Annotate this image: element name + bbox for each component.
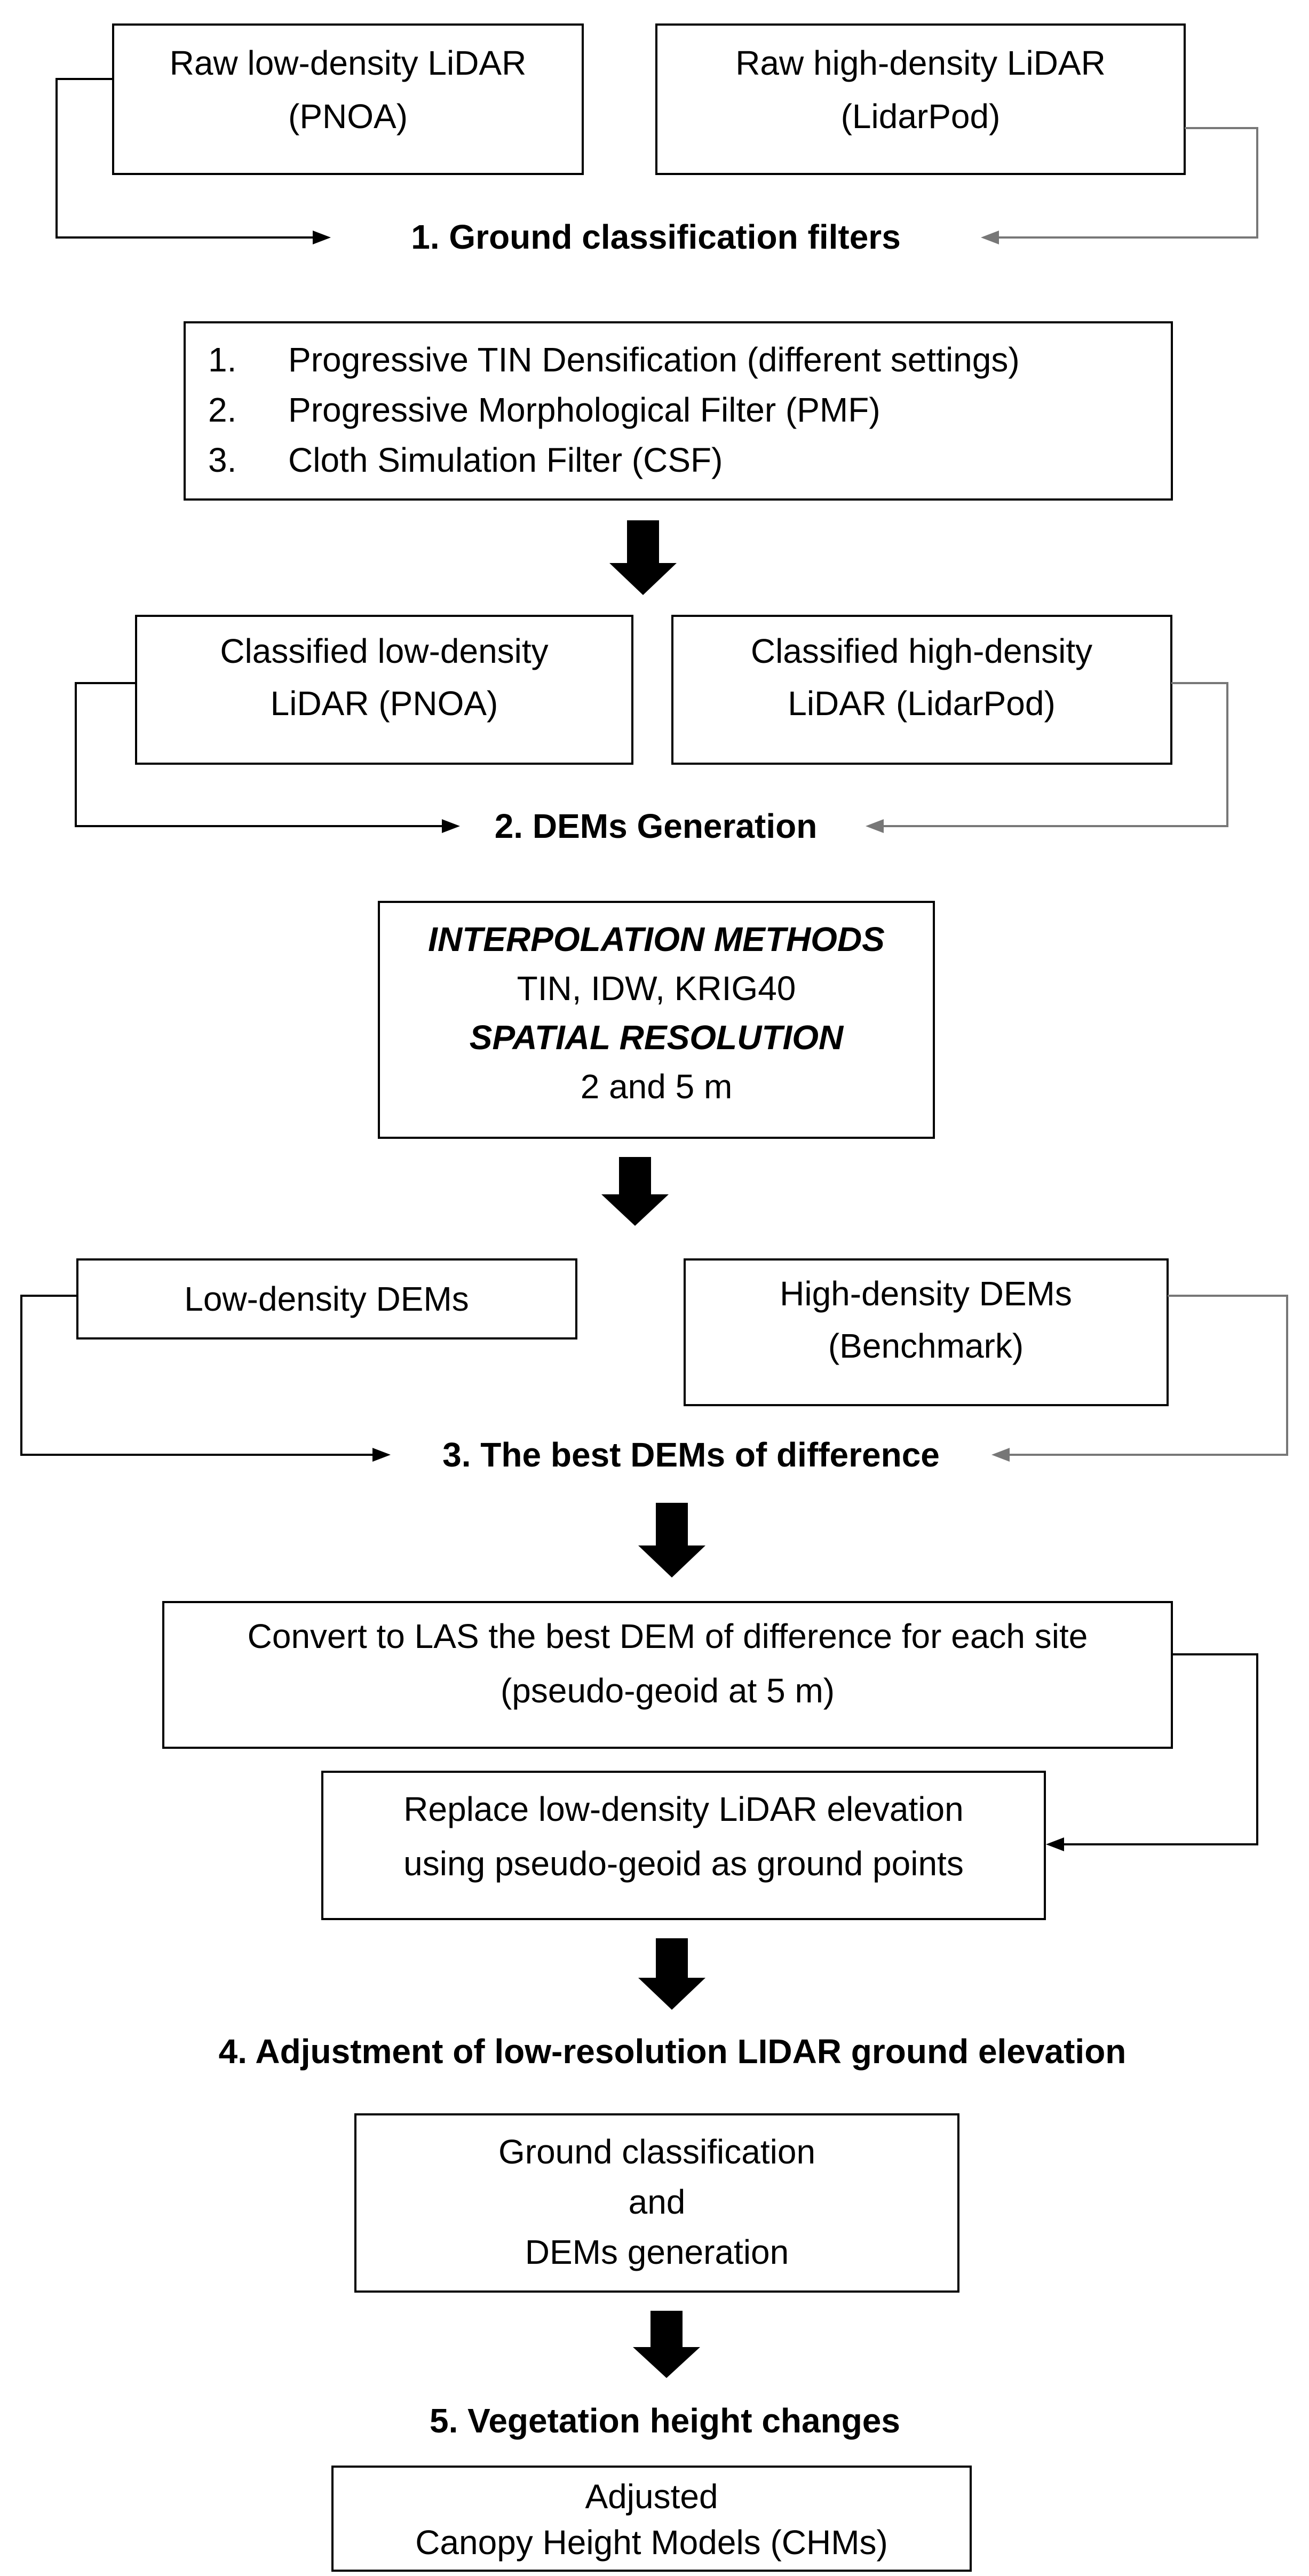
arrowhead-classified-low [442,819,460,833]
raw-high-line-2: (LidarPod) [841,97,1001,136]
classified-low-density-box: Classified low-density LiDAR (PNOA) [135,615,633,765]
connector-raw-high [997,127,1258,239]
connector-convert-replace [1062,1653,1258,1845]
chm-line-2: Canopy Height Models (CHMs) [415,2523,888,2562]
filters-box: 1. Progressive TIN Densification (differ… [184,321,1173,501]
low-density-dems-box: Low-density DEMs [76,1258,577,1339]
arrowhead-raw-low [313,231,331,244]
convert-line-2: (pseudo-geoid at 5 m) [501,1671,835,1710]
interpolation-methods-heading: INTERPOLATION METHODS [428,920,885,958]
down-arrow-4 [638,1938,705,2010]
down-arrow-3 [638,1503,705,1578]
step-5-label: 5. Vegetation height changes [430,2401,900,2440]
interpolation-box: INTERPOLATION METHODS TIN, IDW, KRIG40 S… [378,901,935,1139]
high-density-dems-box: High-density DEMs (Benchmark) [684,1258,1169,1406]
connector-high-dems [1007,1295,1288,1456]
down-arrow-2 [601,1157,669,1226]
replace-line-2: using pseudo-geoid as ground points [403,1844,964,1883]
step-3-label: 3. The best DEMs of difference [442,1436,940,1474]
arrowhead-high-dems [991,1448,1010,1462]
connector-low-dems [20,1295,375,1456]
convert-line-1: Convert to LAS the best DEM of differenc… [248,1617,1088,1655]
classified-low-line-1: Classified low-density [220,632,548,670]
replace-elevation-box: Replace low-density LiDAR elevation usin… [321,1771,1046,1920]
classified-high-line-1: Classified high-density [751,632,1092,670]
down-arrow-5 [633,2311,700,2378]
arrowhead-convert-replace [1046,1837,1064,1851]
arrowhead-raw-high [981,231,999,244]
high-density-dems-line-1: High-density DEMs [780,1274,1072,1313]
raw-low-line-1: Raw low-density LiDAR [170,44,527,82]
filter-1-number: 1. [208,340,236,379]
ground-line-1: Ground classification [498,2133,815,2171]
arrowhead-classified-high [866,819,884,833]
raw-low-line-2: (PNOA) [288,97,408,136]
filter-2-label: Progressive Morphological Filter (PMF) [288,391,880,429]
spatial-resolution-heading: SPATIAL RESOLUTION [470,1018,844,1057]
filter-1-label: Progressive TIN Densification (different… [288,340,1020,379]
filter-3-number: 3. [208,441,236,479]
step-1-label: 1. Ground classification filters [411,218,901,256]
ground-classification-box: Ground classification and DEMs generatio… [354,2113,959,2293]
low-density-dems-label: Low-density DEMs [184,1280,469,1318]
chm-box: Adjusted Canopy Height Models (CHMs) [331,2466,972,2572]
classified-high-density-box: Classified high-density LiDAR (LidarPod) [671,615,1172,765]
step-2-label: 2. DEMs Generation [495,807,818,845]
connector-raw-low [55,78,315,239]
step-4-label: 4. Adjustment of low-resolution LIDAR gr… [219,2032,1126,2071]
filter-2-number: 2. [208,391,236,429]
connector-classified-low [75,682,444,827]
filter-3-label: Cloth Simulation Filter (CSF) [288,441,723,479]
ground-line-3: DEMs generation [525,2233,789,2271]
convert-to-las-box: Convert to LAS the best DEM of differenc… [162,1601,1173,1749]
raw-low-density-box: Raw low-density LiDAR (PNOA) [112,23,584,175]
classified-low-line-2: LiDAR (PNOA) [271,684,498,723]
classified-high-line-2: LiDAR (LidarPod) [788,684,1056,723]
spatial-resolution-value: 2 and 5 m [581,1067,733,1106]
raw-high-line-1: Raw high-density LiDAR [735,44,1106,82]
raw-high-density-box: Raw high-density LiDAR (LidarPod) [655,23,1186,175]
arrowhead-low-dems [372,1448,391,1462]
down-arrow-1 [609,520,677,595]
replace-line-1: Replace low-density LiDAR elevation [403,1790,963,1828]
chm-line-1: Adjusted [585,2477,718,2516]
interpolation-methods-list: TIN, IDW, KRIG40 [517,969,796,1008]
ground-line-2: and [629,2183,686,2221]
connector-classified-high [882,682,1228,827]
high-density-dems-line-2: (Benchmark) [828,1327,1024,1365]
